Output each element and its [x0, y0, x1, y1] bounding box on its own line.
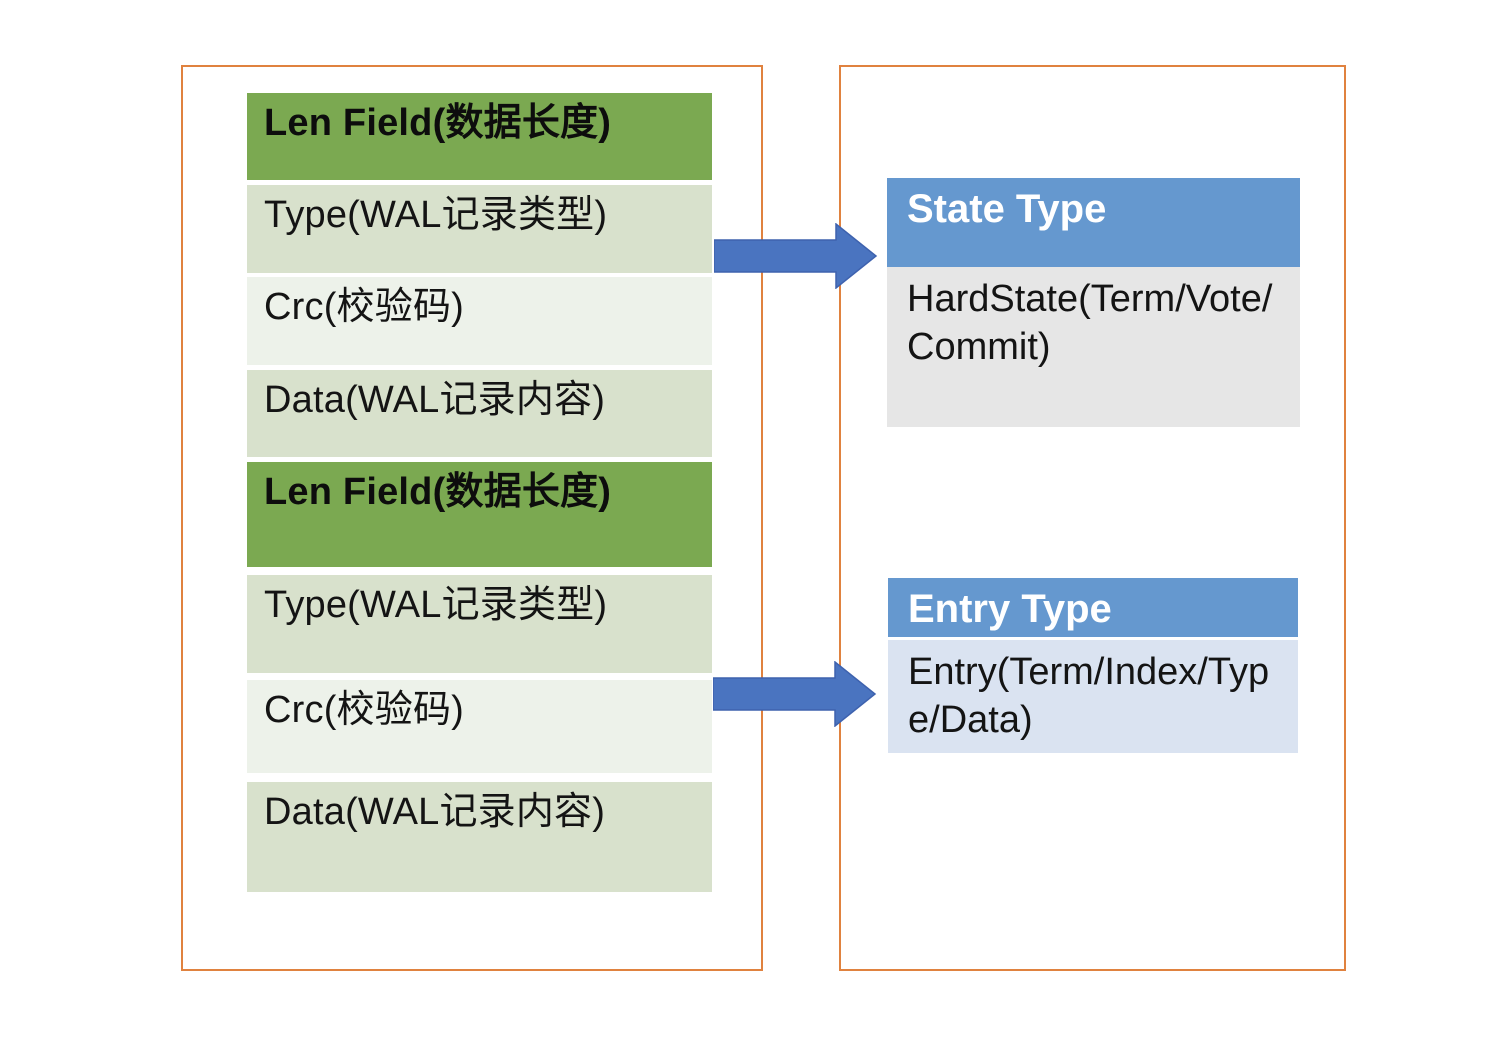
- table-row-crc-2: Crc(校验码): [247, 680, 712, 773]
- row-label: Len Field(数据长度): [264, 471, 612, 513]
- table-row-data-1: Data(WAL记录内容): [247, 370, 712, 457]
- state-type-body: HardState(Term/Vote/Commit): [887, 267, 1300, 427]
- arrow-right-icon: [713, 661, 877, 727]
- row-label: Type(WAL记录类型): [264, 194, 608, 236]
- row-label: Crc(校验码): [264, 286, 465, 328]
- state-type-title: State Type: [887, 178, 1300, 267]
- table-row-data-2: Data(WAL记录内容): [247, 782, 712, 892]
- table-row-len-field-1: Len Field(数据长度): [247, 93, 712, 180]
- table-row-type-1: Type(WAL记录类型): [247, 185, 712, 273]
- entry-type-title: Entry Type: [888, 578, 1298, 637]
- table-row-len-field-2: Len Field(数据长度): [247, 462, 712, 567]
- table-row-type-2: Type(WAL记录类型): [247, 575, 712, 673]
- arrow-right-icon: [714, 223, 878, 289]
- entry-type-body: Entry(Term/Index/Type/Data): [888, 640, 1298, 753]
- table-row-crc-1: Crc(校验码): [247, 277, 712, 365]
- row-label: Crc(校验码): [264, 689, 465, 731]
- row-label: Data(WAL记录内容): [264, 379, 606, 421]
- row-label: Type(WAL记录类型): [264, 584, 608, 626]
- wal-record-table: Len Field(数据长度) Type(WAL记录类型) Crc(校验码) D…: [247, 93, 712, 892]
- row-label: Data(WAL记录内容): [264, 791, 606, 833]
- state-type-box: State Type HardState(Term/Vote/Commit): [887, 178, 1300, 427]
- row-label: Len Field(数据长度): [264, 102, 612, 144]
- entry-type-box: Entry Type Entry(Term/Index/Type/Data): [888, 578, 1298, 753]
